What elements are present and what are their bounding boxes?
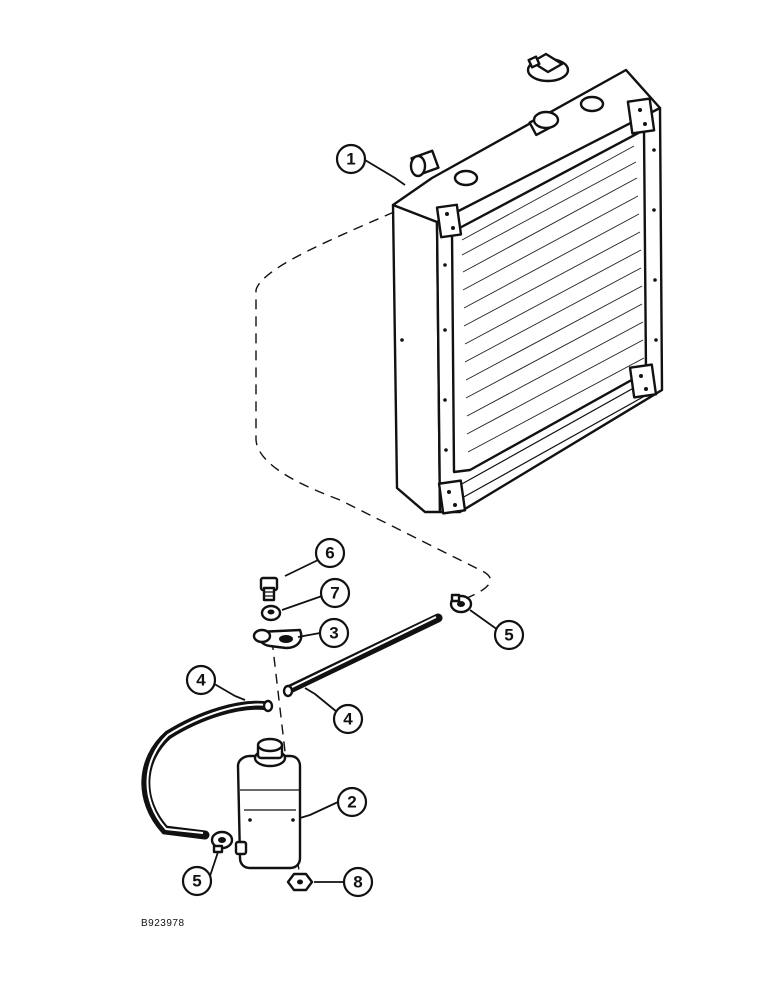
callout-7-label: 7 xyxy=(330,584,339,603)
callout-8: 8 xyxy=(342,866,374,898)
leader-5-left xyxy=(209,851,219,877)
hose-left xyxy=(141,699,274,840)
callout-8-label: 8 xyxy=(353,873,362,892)
callout-6-label: 6 xyxy=(325,544,334,563)
callout-4-left: 4 xyxy=(185,664,217,696)
drawing-reference-code: B923978 xyxy=(141,918,185,929)
clamp-left xyxy=(210,830,234,854)
radiator-core-fins xyxy=(461,145,645,453)
callout-4-right: 4 xyxy=(332,703,364,735)
callout-5-right: 5 xyxy=(493,619,525,651)
callout-1: 1 xyxy=(335,143,367,175)
leader-2 xyxy=(299,801,339,819)
callout-6: 6 xyxy=(314,537,346,569)
callout-3-label: 3 xyxy=(329,624,338,643)
callout-7: 7 xyxy=(319,577,351,609)
callout-3: 3 xyxy=(318,617,350,649)
bracket xyxy=(252,628,303,650)
callout-5-right-label: 5 xyxy=(504,626,513,645)
washer xyxy=(260,604,282,622)
callout-2-label: 2 xyxy=(347,793,356,812)
leader-1 xyxy=(364,159,406,186)
hose-right xyxy=(282,613,443,698)
leader-5-right xyxy=(469,609,499,631)
leader-7 xyxy=(281,595,323,611)
clamp-right xyxy=(449,593,473,614)
leader-4-right xyxy=(304,687,338,713)
reservoir xyxy=(234,737,302,870)
leader-3 xyxy=(297,632,321,638)
callout-1-label: 1 xyxy=(346,150,355,169)
callout-2: 2 xyxy=(336,786,368,818)
callout-4-left-label: 4 xyxy=(196,671,206,690)
nut xyxy=(286,872,314,892)
callout-5-left-label: 5 xyxy=(192,872,201,891)
callout-4-right-label: 4 xyxy=(343,710,353,729)
callout-5-left: 5 xyxy=(181,865,213,897)
leader-4-left xyxy=(210,681,246,701)
radiator xyxy=(391,68,664,515)
leader-6 xyxy=(284,559,319,577)
radiator-cap xyxy=(526,52,570,83)
alignment-line-radiator-to-clamp xyxy=(255,211,491,601)
bolt xyxy=(259,576,279,602)
